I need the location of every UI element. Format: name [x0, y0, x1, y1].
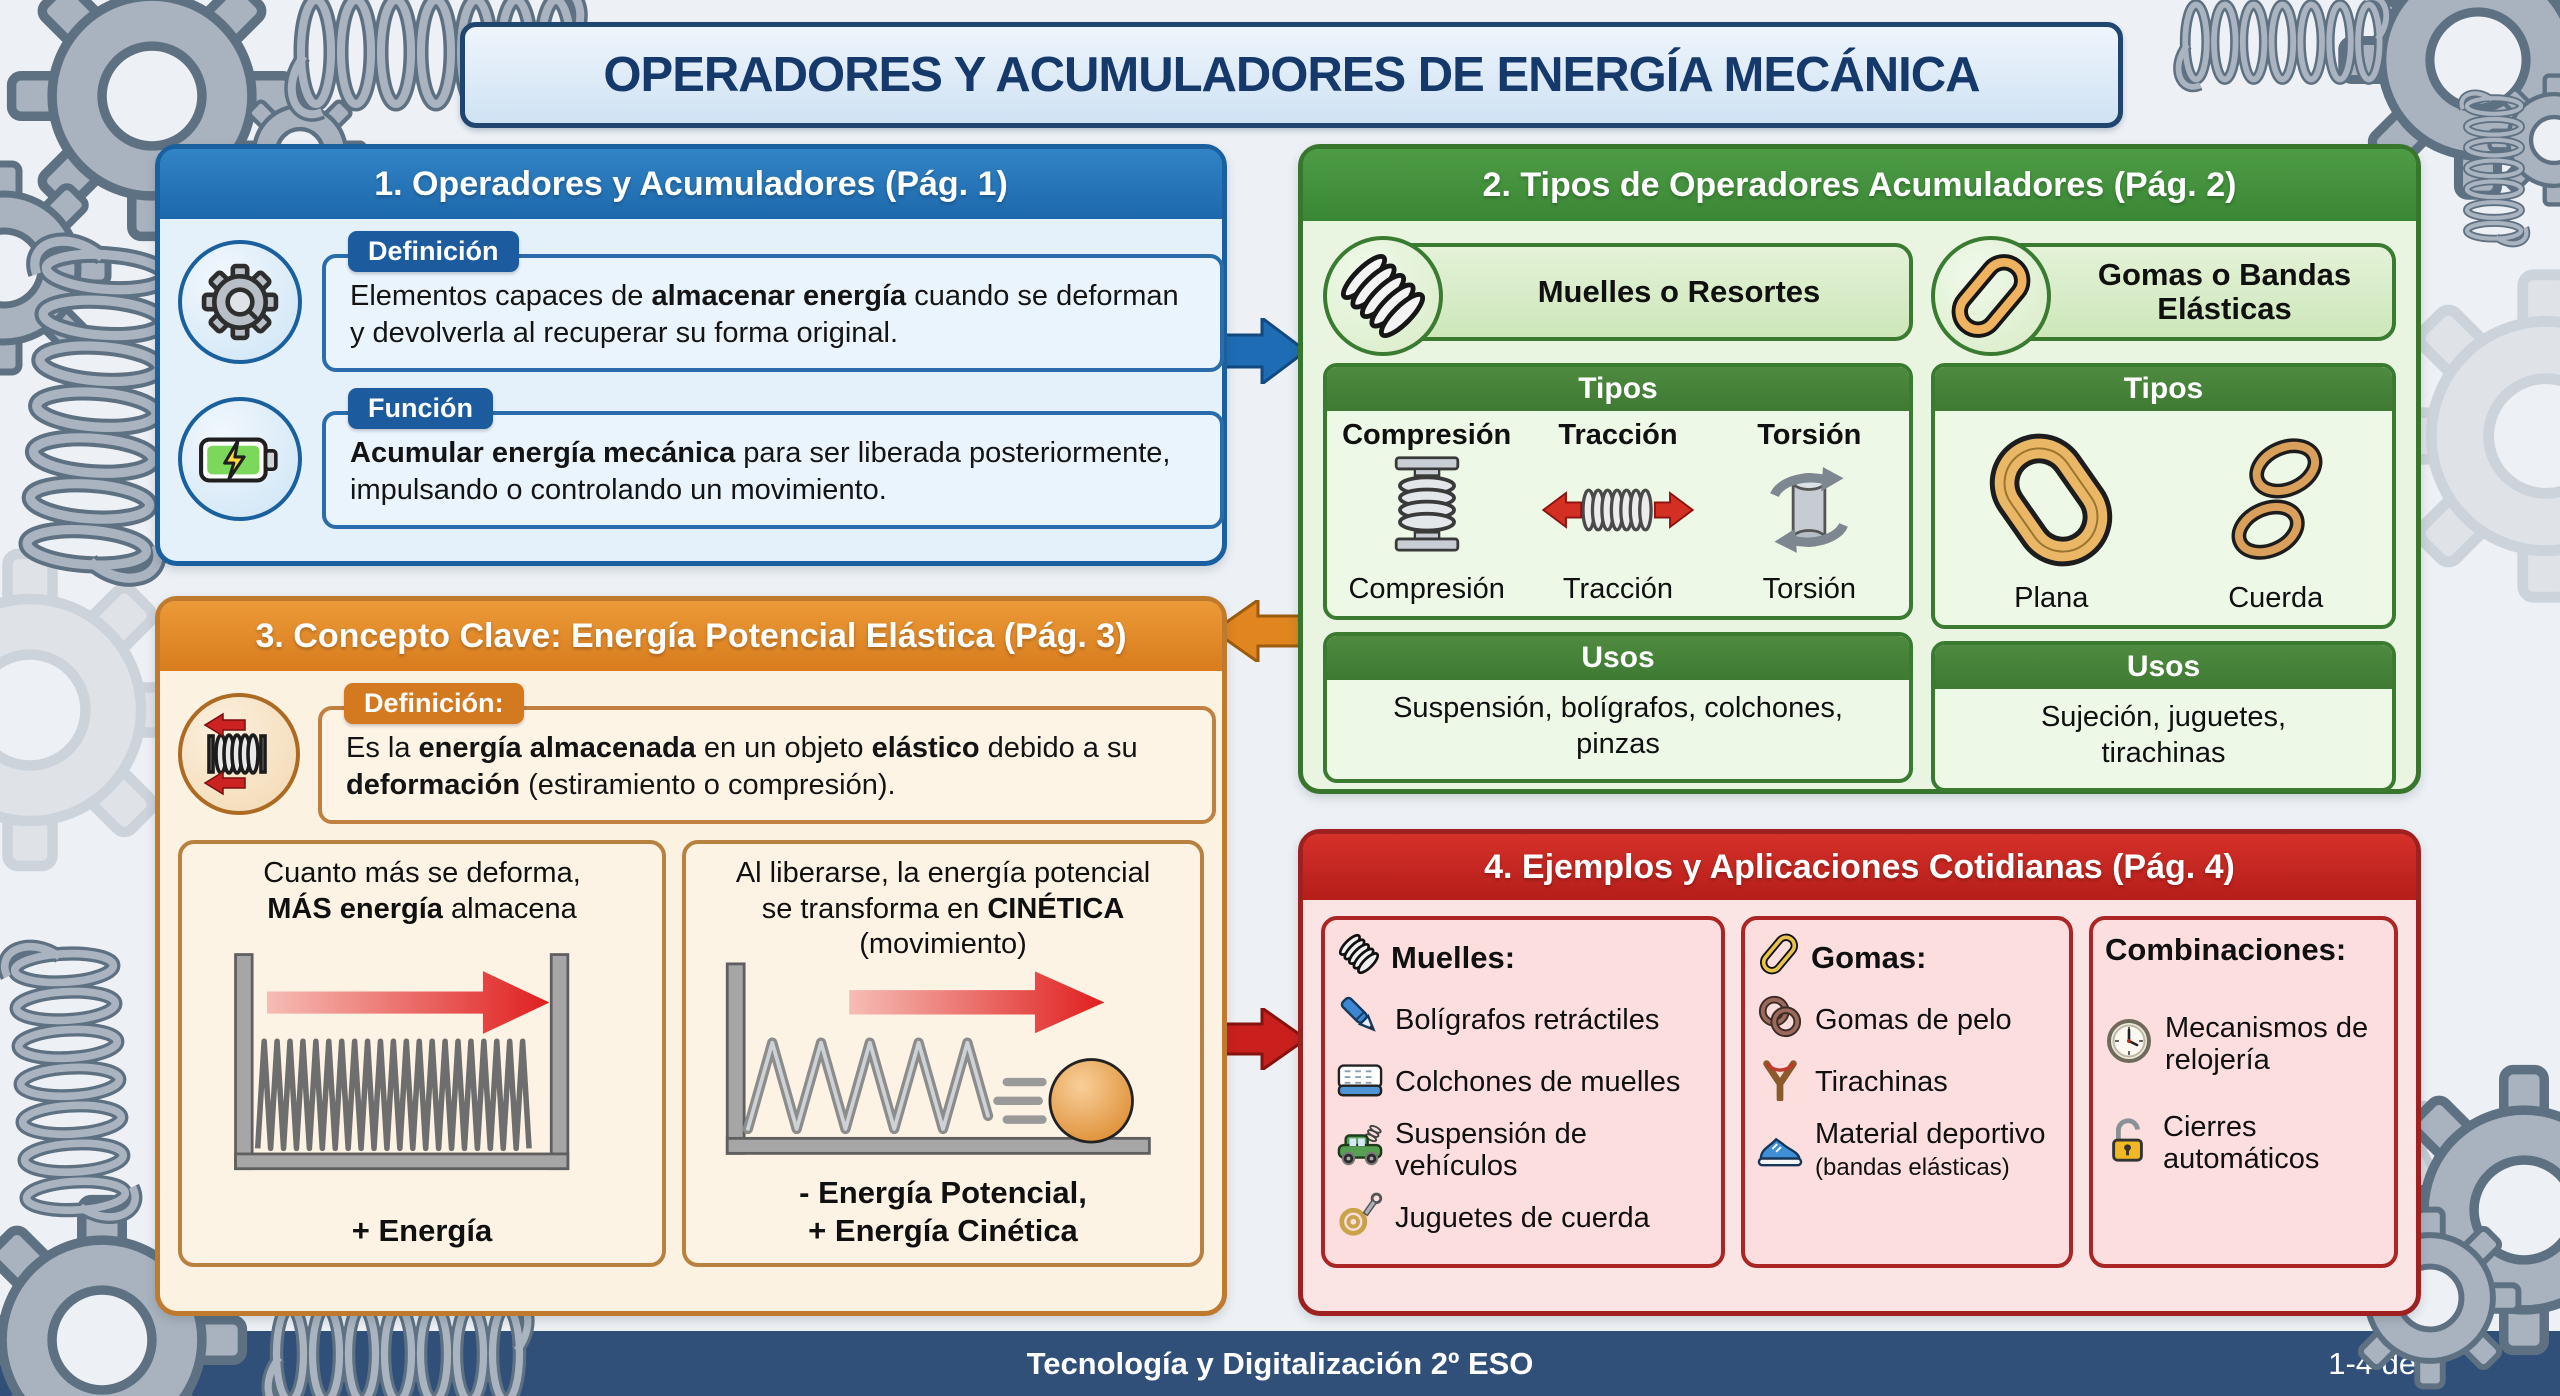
panel4-header: 4. Ejemplos y Aplicaciones Cotidianas (P…: [1303, 834, 2416, 900]
muelles-column: Muelles o Resortes Tipos Compresión Trac…: [1323, 233, 1913, 792]
flat-band-icon: [1967, 425, 2135, 580]
gear-icon: [178, 239, 302, 364]
car-icon: [1337, 1124, 1383, 1177]
demo-right-caption: - Energía Potencial, + Energía Cinética: [799, 1175, 1087, 1248]
hair-tie-icon: [1757, 993, 1803, 1046]
ejemplos-muelles-header: Muelles:: [1337, 932, 1709, 984]
spring-icon: [1337, 932, 1381, 984]
slingshot-icon: [1757, 1055, 1803, 1108]
list-item: Material deportivo (bandas elásticas): [1757, 1118, 2057, 1183]
gomas-usos-text: Sujeción, juguetes, tirachinas: [2040, 701, 2287, 770]
list-item-text: Material deportivo (bandas elásticas): [1815, 1117, 2046, 1182]
gomas-column: Gomas o Bandas Elásticas Tipos: [1931, 233, 2396, 792]
torsion-spring-icon: [1757, 454, 1861, 571]
tipo-label-traccion: Tracción: [1558, 419, 1678, 451]
page-title: OPERADORES Y ACUMULADORES DE ENERGÍA MEC…: [460, 22, 2123, 128]
padlock-icon: [2105, 1117, 2151, 1170]
battery-charging-icon: [178, 396, 302, 521]
clock-icon: [2105, 1017, 2153, 1072]
arrow-panel3-to-panel4: [1214, 1008, 1306, 1070]
muelles-title-row: Muelles o Resortes: [1323, 233, 1913, 356]
ejemplos-muelles-column: Muelles: Bolígrafos retrác: [1321, 916, 1725, 1268]
mattress-icon: [1337, 1055, 1383, 1108]
list-item: Suspensión de vehículos: [1337, 1118, 1709, 1183]
panel-energia-potencial: 3. Concepto Clave: Energía Potencial Elá…: [155, 596, 1227, 1316]
panel3-definicion-badge: Definición:: [344, 683, 524, 724]
compressed-spring-drawing: [194, 927, 650, 1212]
muelles-usos-header: Usos: [1327, 636, 1909, 680]
sneaker-icon: [1757, 1124, 1803, 1177]
footer-course-label: Tecnología y Digitalización 2º ESO: [1026, 1345, 1534, 1381]
pen-icon: [1337, 993, 1383, 1046]
demo-left-caption: + Energía: [351, 1212, 493, 1248]
ejemplos-combinaciones-header: Combinaciones:: [2105, 932, 2347, 967]
tipo-caption-traccion: Tracción: [1562, 573, 1674, 605]
banda-label-cuerda: Cuerda: [2228, 582, 2324, 614]
gomas-usos-header: Usos: [1935, 645, 2392, 689]
list-item: Bolígrafos retráctiles: [1337, 993, 1709, 1046]
page-title-text: OPERADORES Y ACUMULADORES DE ENERGÍA MEC…: [603, 48, 1980, 102]
muelles-usos-box: Usos Suspensión, bolígrafos, colchones, …: [1323, 632, 1913, 783]
footer: Tecnología y Digitalización 2º ESO 1-4 d…: [0, 1331, 2560, 1396]
demo-deformacion-box: Cuanto más se deforma, MÁS energía almac…: [178, 840, 666, 1267]
panel3-header: 3. Concepto Clave: Energía Potencial Elá…: [160, 601, 1222, 671]
ejemplos-combinaciones-column: Combinaciones:: [2089, 916, 2398, 1268]
panel3-definicion-block: Definición: Es la energía almacenada en …: [318, 683, 1216, 825]
definicion-badge: Definición: [348, 231, 519, 272]
rubber-band-icon: [1757, 932, 1801, 984]
funcion-text: Acumular energía mecánica para ser liber…: [322, 411, 1224, 530]
spring-icon: [1323, 236, 1443, 356]
list-item: Tirachinas: [1757, 1055, 2057, 1108]
definicion-block: Definición Elementos capaces de almacena…: [322, 231, 1224, 373]
released-spring-drawing: [698, 962, 1188, 1174]
arrow-panel2-to-panel3: [1214, 600, 1306, 662]
muelles-tipos-header: Tipos: [1327, 367, 1909, 411]
list-item-note: (bandas elásticas): [1815, 1154, 2010, 1182]
list-item: Colchones de muelles: [1337, 1055, 1709, 1108]
funcion-block: Función Acumular energía mecánica para s…: [322, 388, 1224, 530]
muelles-tipos-box: Tipos Compresión Tracción Torsión: [1323, 363, 1913, 620]
list-item: Juguetes de cuerda: [1337, 1192, 1709, 1245]
windup-toy-icon: [1337, 1192, 1383, 1245]
gomas-tipos-box: Tipos: [1931, 363, 2396, 629]
panel2-header: 2. Tipos de Operadores Acumuladores (Pág…: [1303, 149, 2416, 221]
demo-liberacion-box: Al liberarse, la energía potencial se tr…: [682, 840, 1204, 1267]
gomas-tipos-header: Tipos: [1935, 367, 2392, 411]
ejemplos-gomas-header: Gomas:: [1757, 932, 2057, 984]
demo-right-title: Al liberarse, la energía potencial se tr…: [735, 857, 1151, 960]
gomas-usos-box: Usos Sujeción, juguetes, tirachinas: [1931, 641, 2396, 792]
funcion-badge: Función: [348, 388, 493, 430]
muelles-usos-text: Suspensión, bolígrafos, colchones, pinza…: [1393, 692, 1843, 761]
footer-page-indicator: 1-4 de 4: [2328, 1345, 2442, 1381]
muelles-title: Muelles o Resortes: [1379, 243, 1913, 341]
funcion-row: Función Acumular energía mecánica para s…: [178, 388, 1224, 530]
tipo-caption-compresion: Compresión: [1348, 573, 1505, 605]
panel-tipos-operadores: 2. Tipos de Operadores Acumuladores (Pág…: [1298, 144, 2421, 794]
panel-ejemplos-aplicaciones: 4. Ejemplos y Aplicaciones Cotidianas (P…: [1298, 829, 2421, 1316]
panel1-header: 1. Operadores y Acumuladores (Pág. 1): [160, 149, 1222, 219]
definicion-text: Elementos capaces de almacenar energía c…: [322, 254, 1224, 373]
demo-left-title: Cuanto más se deforma, MÁS energía almac…: [263, 857, 581, 925]
list-item: Mecanismos de relojería: [2105, 1012, 2382, 1077]
compressed-spring-arrows-icon: [178, 692, 300, 815]
compression-spring-icon: [1375, 454, 1479, 571]
panel3-definicion-text: Es la energía almacenada en un objeto el…: [318, 706, 1216, 825]
definicion-row: Definición Elementos capaces de almacena…: [178, 231, 1224, 373]
tipo-label-torsion: Torsión: [1757, 419, 1862, 451]
list-item: Gomas de pelo: [1757, 993, 2057, 1046]
rubber-band-icon: [1931, 236, 2051, 356]
panel-operadores-acumuladores: 1. Operadores y Acumuladores (Pág. 1): [155, 144, 1227, 566]
tipo-caption-torsion: Torsión: [1762, 573, 1857, 605]
gomas-title: Gomas o Bandas Elásticas: [1987, 243, 2396, 341]
list-item: Cierres automáticos: [2105, 1111, 2382, 1176]
gomas-title-row: Gomas o Bandas Elásticas: [1931, 233, 2396, 356]
rope-band-icon: [2201, 425, 2351, 580]
traction-spring-icon: [1534, 458, 1702, 567]
banda-label-plana: Plana: [2014, 582, 2089, 614]
ejemplos-gomas-column: Gomas: Gomas de pelo: [1741, 916, 2073, 1268]
tipo-label-compresion: Compresión: [1342, 419, 1512, 451]
